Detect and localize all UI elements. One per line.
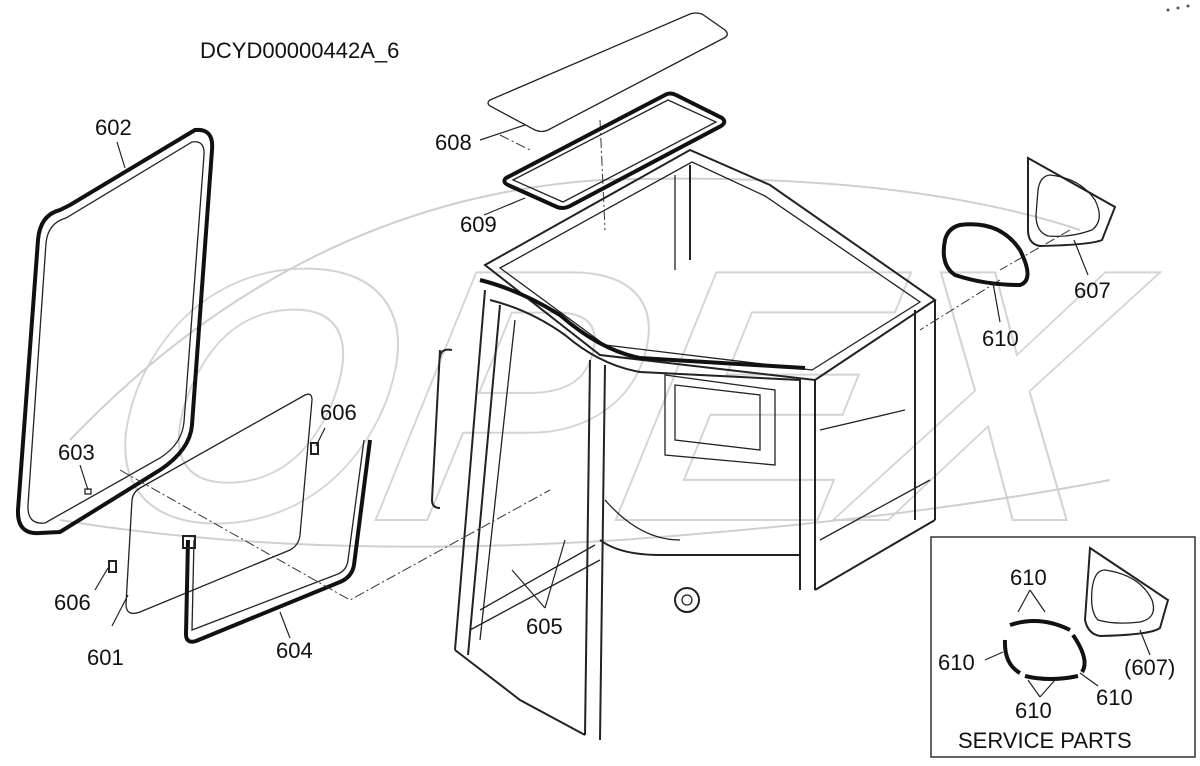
callout-606-left: 606 [54, 590, 91, 615]
cab-frame [430, 148, 937, 741]
part-607-window [1027, 156, 1117, 248]
part-610-window [941, 222, 1030, 288]
service-parts-box: 610 610 610 610 (607) SERVICE PARTS [930, 536, 1196, 758]
part-604-seal-strip [182, 439, 372, 644]
callout-605: 605 [526, 614, 563, 639]
part-606-clips [108, 442, 319, 573]
service-label-610-left: 610 [938, 650, 975, 675]
callout-608: 608 [435, 130, 472, 155]
watermark: OPEX [59, 177, 1178, 598]
part-608-glass [487, 12, 728, 133]
part-601-glass [125, 393, 313, 615]
service-label-610-bottom: 610 [1015, 698, 1052, 723]
callout-603: 603 [58, 440, 95, 465]
callout-610: 610 [982, 326, 1019, 351]
watermark-text: OPEX [73, 195, 1178, 597]
corner-mark [1166, 4, 1190, 12]
callout-602: 602 [95, 115, 132, 140]
leader-lines [79, 124, 1089, 639]
callout-601: 601 [87, 645, 124, 670]
service-parts-title: SERVICE PARTS [958, 728, 1132, 753]
part-609-gasket [502, 91, 727, 210]
service-label-610-top: 610 [1010, 565, 1047, 590]
service-label-607-ref: (607) [1124, 655, 1175, 680]
service-label-610-right: 610 [1096, 685, 1133, 710]
drawing-code: DCYD00000442A_6 [200, 38, 399, 63]
part-602-seal [15, 127, 215, 536]
callout-604: 604 [276, 638, 313, 663]
callout-607: 607 [1074, 278, 1111, 303]
callout-609: 609 [460, 212, 497, 237]
callout-606-right: 606 [320, 400, 357, 425]
